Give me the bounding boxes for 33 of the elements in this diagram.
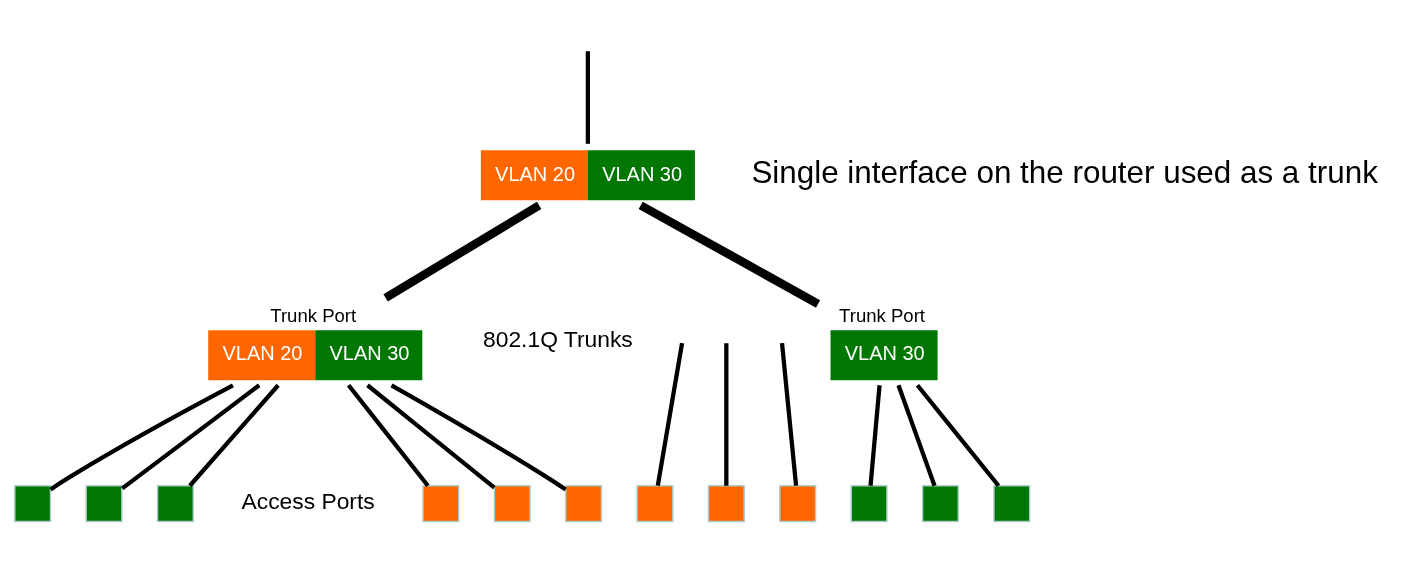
connector — [49, 383, 234, 491]
label: 802.1Q Trunks — [483, 325, 633, 352]
label: Access Ports — [241, 487, 375, 514]
connector — [390, 383, 567, 491]
connector — [779, 342, 799, 486]
connector — [896, 384, 937, 486]
node-box — [85, 484, 123, 522]
connector — [383, 201, 542, 301]
node-box — [707, 484, 745, 522]
node-box — [156, 484, 194, 522]
node-box — [565, 484, 603, 522]
connector — [346, 383, 430, 487]
node-box — [493, 484, 531, 522]
connector — [915, 383, 1001, 487]
node-box — [636, 484, 674, 522]
node-label: Trunk Port — [839, 304, 925, 326]
label: Single interface on the router used as a trunk — [751, 154, 1378, 190]
connector — [868, 384, 882, 486]
node-box — [422, 484, 460, 522]
node-box — [993, 484, 1031, 522]
connector — [655, 342, 685, 486]
node-label: Trunk Port — [270, 304, 357, 326]
connector — [585, 50, 590, 144]
connector — [366, 383, 496, 489]
connector — [121, 383, 261, 490]
node-box — [921, 484, 959, 522]
connector — [188, 383, 280, 487]
node-box — [850, 484, 888, 522]
connector — [638, 201, 821, 308]
node-box: VLAN 30 — [830, 329, 938, 380]
connector — [724, 342, 729, 486]
node-box — [14, 484, 52, 522]
node-box — [779, 484, 817, 522]
